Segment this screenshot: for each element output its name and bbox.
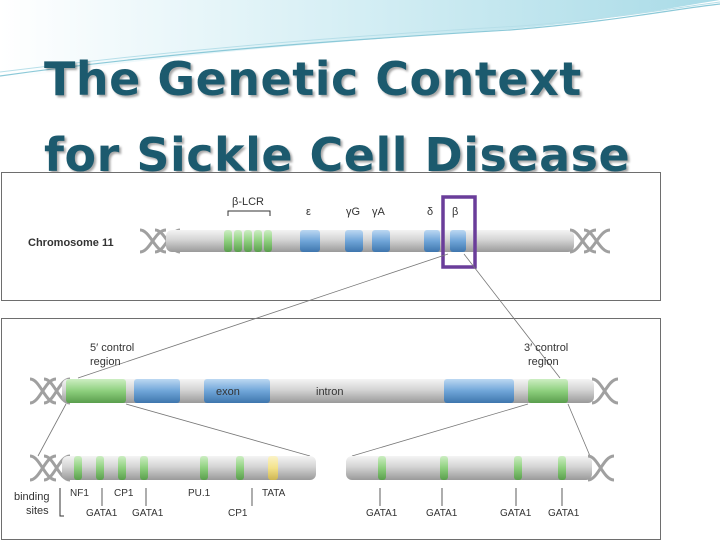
gene-epsilon [300, 230, 320, 252]
binding-site [74, 456, 82, 480]
lcr-label: β-LCR [232, 196, 264, 208]
site-label-tata: TATA [262, 488, 286, 499]
binding-site [96, 456, 104, 480]
intron-label: intron [316, 386, 344, 398]
helix-end-right-icon [569, 228, 611, 254]
binding-sites-label-line-1: binding [14, 491, 49, 503]
gene-label-gamma-a: γA [372, 206, 386, 218]
exon-3 [444, 379, 514, 403]
binding-sites-bracket [59, 488, 64, 517]
slide-title-line-2: for Sickle Cell Disease [44, 128, 631, 182]
gene-label-beta: β [452, 206, 458, 218]
right-control-region-line-1: 3′ control [524, 342, 568, 354]
site-label-gata1: GATA1 [426, 508, 458, 519]
binding-sites-label-line-2: sites [26, 505, 49, 517]
site-label-gata1: GATA1 [500, 508, 532, 519]
zoom-line [567, 403, 591, 457]
chromosome-label: Chromosome 11 [28, 237, 114, 249]
zoom-line [351, 403, 529, 457]
lcr-bracket [227, 210, 271, 216]
helix-end-right-icon [587, 454, 615, 482]
binding-site [140, 456, 148, 480]
right-control-region-line-2: region [528, 356, 559, 368]
site-label-gata1: GATA1 [86, 508, 118, 519]
gene-detail-panel [1, 318, 661, 540]
binding-site [558, 456, 566, 480]
site-label-cp1: CP1 [228, 508, 248, 519]
site-label-gata1: GATA1 [366, 508, 398, 519]
binding-site [378, 456, 386, 480]
binding-site [118, 456, 126, 480]
site-label-gata1: GATA1 [132, 508, 164, 519]
site-label-cp1: CP1 [114, 488, 134, 499]
site-label-pu1: PU.1 [188, 488, 211, 499]
gene-label-epsilon: ε [306, 206, 311, 218]
gene-delta [424, 230, 440, 252]
left-control-region-line-2: region [90, 356, 121, 368]
exon-2 [204, 379, 270, 403]
helix-end-right-icon [591, 377, 619, 405]
zoom-line-right [463, 253, 561, 379]
exon-label: exon [216, 386, 240, 398]
decorative-swoosh [0, 0, 720, 80]
gene-gamma-a [372, 230, 390, 252]
left-control-region-line-1: 5′ control [90, 342, 134, 354]
gene-label-gamma-g: γG [346, 206, 360, 218]
gene-label-delta: δ [427, 206, 433, 218]
site-label-nf1: NF1 [70, 488, 89, 499]
binding-site [440, 456, 448, 480]
beta-gene-highlight-box [441, 195, 477, 269]
gene-gamma-g [345, 230, 363, 252]
zoom-line-left [77, 253, 449, 379]
gene-beta [450, 230, 466, 252]
left-control-region [66, 379, 126, 403]
binding-site [514, 456, 522, 480]
binding-site [236, 456, 244, 480]
tata-box [268, 456, 278, 480]
binding-site [200, 456, 208, 480]
right-binding-bar [346, 456, 592, 480]
lcr-hypersensitive-sites [224, 230, 272, 252]
zoom-line [125, 403, 311, 457]
slide-title-line-1: The Genetic Context [44, 52, 582, 106]
site-label-gata1: GATA1 [548, 508, 580, 519]
zoom-line [37, 403, 67, 457]
exon-1 [134, 379, 180, 403]
right-control-region [528, 379, 568, 403]
